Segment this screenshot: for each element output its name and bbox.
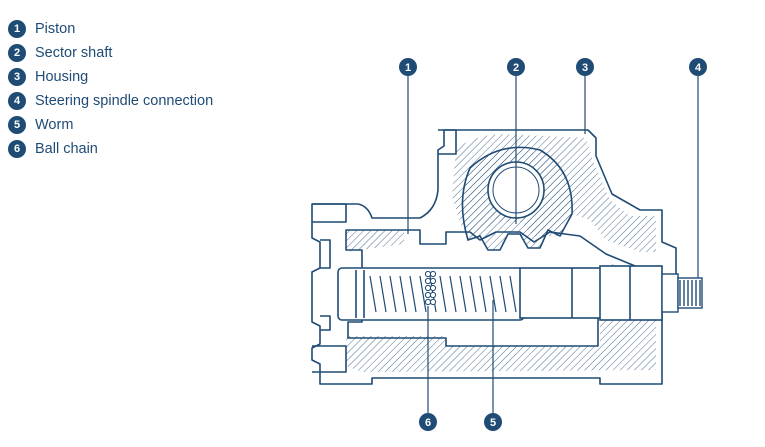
legend-number-badge: 5 (8, 116, 26, 134)
svg-text:1: 1 (405, 62, 411, 74)
legend-label: Housing (35, 69, 89, 85)
callout-5: 5 (484, 413, 502, 431)
legend-label: Ball chain (35, 141, 98, 157)
svg-text:6: 6 (425, 417, 431, 429)
legend-number-badge: 6 (8, 140, 26, 158)
callout-3: 3 (576, 58, 594, 76)
legend-label: Steering spindle connection (35, 93, 214, 109)
legend-label: Worm (35, 117, 74, 133)
callout-badges: 1 2 3 4 6 5 (399, 58, 707, 431)
steering-spindle-connection (661, 273, 703, 313)
legend-label: Piston (35, 21, 76, 37)
legend-item-housing: 3 Housing (8, 65, 213, 89)
housing-body (311, 129, 677, 385)
svg-text:2: 2 (513, 62, 519, 74)
legend-item-sector-shaft: 2 Sector shaft (8, 41, 213, 65)
legend-item-worm: 5 Worm (8, 113, 213, 137)
legend-number-badge: 3 (8, 68, 26, 86)
legend-number-badge: 4 (8, 92, 26, 110)
legend: 1 Piston 2 Sector shaft 3 Housing 4 Stee… (8, 17, 213, 161)
legend-item-piston: 1 Piston (8, 17, 213, 41)
callout-4: 4 (689, 58, 707, 76)
legend-item-ball-chain: 6 Ball chain (8, 137, 213, 161)
callout-1: 1 (399, 58, 417, 76)
legend-label: Sector shaft (35, 45, 113, 61)
callout-6: 6 (419, 413, 437, 431)
sector-shaft (461, 146, 573, 251)
legend-item-steering-spindle-connection: 4 Steering spindle connection (8, 89, 213, 113)
ball-chain (424, 270, 437, 306)
worm-and-piston (337, 265, 663, 321)
svg-text:3: 3 (582, 62, 588, 74)
legend-number-badge: 2 (8, 44, 26, 62)
svg-text:5: 5 (490, 417, 496, 429)
callout-leaders (407, 76, 699, 413)
callout-2: 2 (507, 58, 525, 76)
svg-text:4: 4 (695, 62, 702, 74)
legend-number-badge: 1 (8, 20, 26, 38)
